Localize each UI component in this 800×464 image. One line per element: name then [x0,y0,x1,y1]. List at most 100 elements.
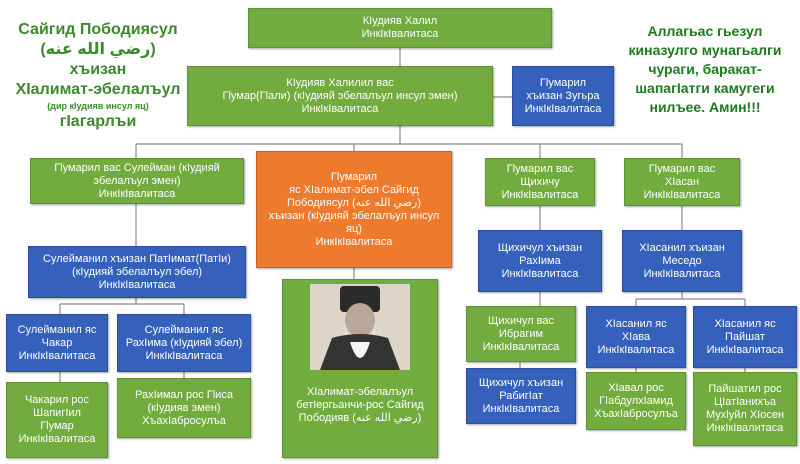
node-shchikhichu-line-2: Щихичу [520,175,560,188]
node-suleyman-line-3: ИнкIкIвалитаса [98,187,176,200]
node-khava-line-2: ХIава [621,330,651,343]
right-caption-line-1: Аллагьас гьезул [647,23,763,39]
node-shchikhichu-line-3: ИнкIкIвалитаса [501,188,579,201]
node-rabigat-line-1: Щихичул хъизан [478,376,564,389]
node-gumar-line-3: ИнкIкIвалитаса [301,102,379,115]
node-shapigil-gumar-line-3: Гlумар [40,420,74,432]
node-khalimat-ebel-line-6: ИнкIкIвалитаса [315,235,393,248]
node-patimat: Сулейманил хъизан ПатIимат(ПатIи)(кIудия… [28,246,246,298]
right-caption-line-5: нилъее. Амин!!! [649,99,761,115]
node-chakar-line-1: Сулейманил яс [17,323,97,336]
node-abdulkhamid-line-3: ХъахIабросулъа [594,407,678,420]
right-caption: Аллагьас гьезул киназулго мунагьалги чур… [614,22,796,117]
node-khava-line-3: ИнкIкIвалитаса [597,343,675,356]
node-khalimat-ebel-line-3: Пободиясул (رضي الله عنه) [287,196,421,209]
node-khalimat-ebel-line-4: хъизан (кIудияй эбелалъул инсул [268,209,440,222]
node-suleyman-line-1: Гlумарил вас Сулейман (кIудияй [54,161,220,174]
node-saygid-line-3: Пободияв (رضي الله عنه) [298,412,422,424]
node-saygid-pobodiyav: ХIалимат-эбелалъул бетIергьанчи-рос Сайг… [282,279,438,458]
node-shchikhichu-line-1: Гlумарил вас [506,162,574,175]
node-rabigat-line-2: РабигIат [499,389,543,402]
node-saygid-line-2: бетIергьанчи-рос Сайгид [296,399,424,411]
left-caption-line-5: гIагарлъи [59,113,137,130]
node-gumar-line-2: Гlумар(Гlали) (кIудияй эбелалъул инсул э… [222,89,458,102]
node-kudiyav-khalil-line-2: ИнкIкIвалитаса [361,28,439,40]
node-gisa-line-2: (кIудияв эмен) [147,401,221,414]
node-patimat-line-1: Сулейманил хъизан ПатIимат(ПатIи) [43,252,231,265]
left-caption: Сайгид Пободиясул (رضي الله عنه) хъизан … [10,20,186,132]
portrait-image [310,284,410,370]
node-saygid-line-1: ХIалимат-эбелалъул [306,386,414,398]
node-khasan-line-2: ХIасан [664,175,700,188]
node-rakhima-suleyman-line-2: РахIима (кIудияй эбел) [125,336,243,349]
node-khosen-line-4: ИнкIкIвалитаса [706,422,784,434]
node-mesedo-line-2: Меседо [662,254,702,267]
node-mesedo-line-1: ХIасанил хъизан [639,241,725,254]
node-chakar-line-2: Чакар [41,336,73,349]
node-zugra-line-3: ИнкIкIвалитаса [524,102,602,115]
node-gisa: РахIимал рос Гlиса(кIудияв эмен)ХъахIабр… [117,378,251,438]
node-shapigil-gumar-line-2: ШапигIил [33,407,81,419]
node-kudiyav-khalil-line-1: КIудияв Халил [362,15,438,27]
node-abdulkhamid-line-1: ХIавал рос [608,381,664,394]
node-ibragim-line-2: Ибрагим [498,327,544,340]
node-abdulkhamid-line-2: ГIабдулхIамид [599,394,673,407]
node-khasan-line-3: ИнкIкIвалитаса [643,188,721,201]
node-payshat-line-3: ИнкIкIвалитаса [706,343,784,356]
left-caption-line-2: (رضي الله عنه) хъизан [40,41,156,78]
node-payshat-line-2: Пайшат [725,330,765,343]
node-gisa-line-3: ХъахIабросулъа [142,414,226,427]
node-rakhima-shchikhichu-line-1: Щихичул хъизан [497,241,583,254]
node-ibragim-line-3: ИнкIкIвалитаса [482,340,560,353]
node-zugra-line-2: хъизан Зугьра [526,89,600,102]
left-caption-line-1: Сайгид Пободиясул [18,21,178,38]
node-ibragim-line-1: Щихичул вас [488,314,554,327]
node-rakhima-suleyman-line-3: ИнкIкIвалитаса [145,349,223,362]
node-rabigat-line-3: ИнкIкIвалитаса [482,402,560,415]
left-caption-line-3: ХIалимат-эбелалъул [15,81,181,98]
node-shapigil-gumar-line-1: Чакарил рос [24,394,90,406]
node-patimat-line-2: (кIудияй эбелалъул эбел) [71,265,203,278]
node-chakar-line-3: ИнкIкIвалитаса [18,349,96,362]
node-shapigil-gumar-line-4: ИнкIкIвалитаса [18,433,96,445]
node-patimat-line-3: ИнкIкIвалитаса [98,278,176,291]
node-khalimat-ebel-line-2: яс ХIалимат-эбел Сайгид [289,183,419,196]
node-khava-line-1: ХIасанил яс [605,317,667,330]
node-rakhima-shchikhichu-line-2: РахIима [519,254,561,267]
node-zugra-line-1: Гlумарил [539,76,587,89]
node-rakhima-suleyman-line-1: Сулейманил яс [144,323,224,336]
node-rakhima-shchikhichu-line-3: ИнкIкIвалитаса [501,267,579,280]
node-khasan-line-1: Гlумарил вас [648,162,716,175]
node-gisa-line-1: РахIимал рос Гlиса [135,388,233,401]
node-khosen-line-3: Мухlуйл ХIосен [705,409,785,421]
right-caption-line-2: киназулго мунагьалги [628,42,782,58]
right-caption-line-3: чураги, баракат- [648,61,762,77]
portrait-illustration [310,284,410,370]
node-payshat-line-1: ХIасанил яс [714,317,776,330]
right-caption-line-4: шапагIатги камугеги [635,80,775,96]
node-gumar-line-1: КIудияв Халилил вас [286,76,394,89]
node-mesedo-line-3: ИнкIкIвалитаса [643,267,721,280]
left-caption-line-4: (дир кIудияв инсул яц) [47,101,149,111]
node-khalimat-ebel-line-1: Гlумарил [330,170,378,183]
node-khosen-line-2: ЦIатIанихъа [714,396,776,408]
